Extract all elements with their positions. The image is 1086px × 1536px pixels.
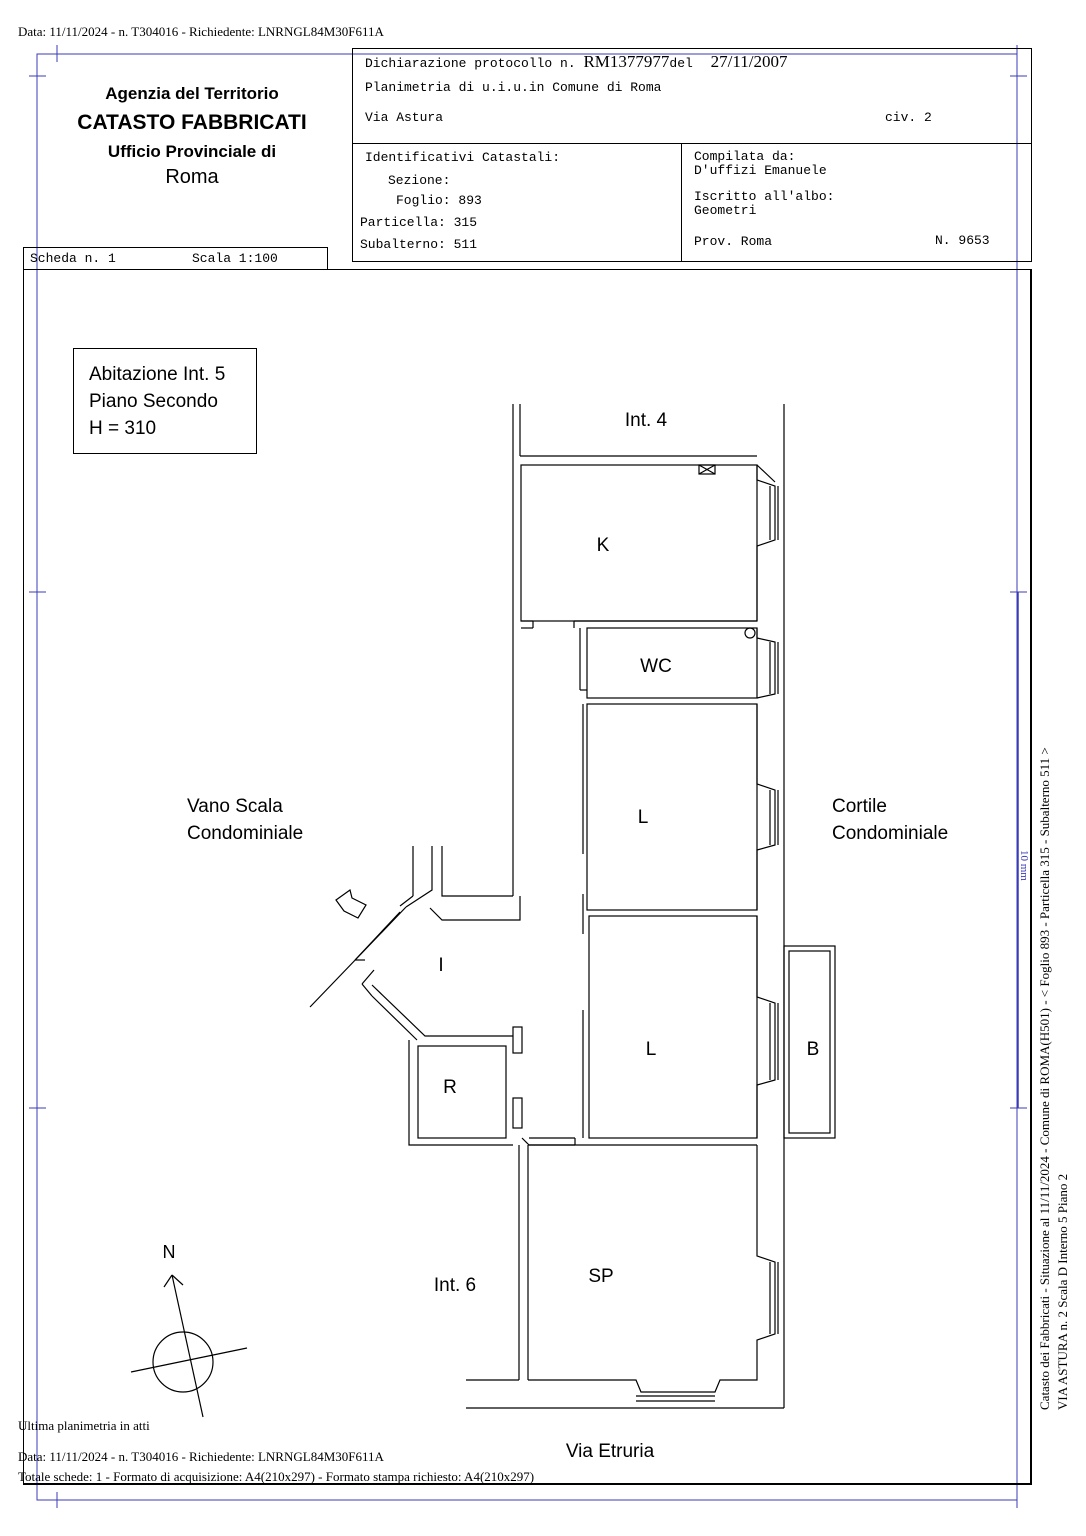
particella-field: Particella: 315 xyxy=(360,215,478,230)
drawing-frame xyxy=(23,269,1032,1485)
via-address: Via Astura xyxy=(365,110,444,125)
protocol-number: RM1377977 xyxy=(583,52,670,71)
compilata-box xyxy=(681,143,1032,262)
scale-stamp: 10 mm xyxy=(1018,850,1030,881)
apartment-info-box xyxy=(73,348,257,454)
side-address-line: VIA ASTURA n. 2 Scala D Interno 5 Piano … xyxy=(1055,1173,1070,1410)
label-vano-condominiale: Condominiale xyxy=(187,823,303,844)
compilata-label: Compilata da: xyxy=(694,149,796,164)
sezione-field: Sezione: xyxy=(388,173,451,188)
ultima-planimetria: Ultima planimetria in atti xyxy=(18,1418,150,1433)
label-cortile: Cortile xyxy=(832,796,887,817)
label-cortile-condominiale: Condominiale xyxy=(832,823,948,844)
label-room-i: I xyxy=(438,955,443,976)
province-value: Prov. Roma xyxy=(694,234,773,249)
civic-number: civ. 2 xyxy=(885,110,932,125)
albo-number: N. 9653 xyxy=(935,233,990,248)
top-request-line: Data: 11/11/2024 - n. T304016 - Richiede… xyxy=(18,24,384,39)
declaration-prefix: Dichiarazione protocollo n. xyxy=(365,56,576,71)
scheda-scale: Scala 1:100 xyxy=(192,251,278,266)
declaration-date: 27/11/2007 xyxy=(710,52,788,71)
footer-totale-line: Totale schede: 1 - Formato di acquisizio… xyxy=(18,1469,535,1484)
label-room-l1: L xyxy=(638,807,649,828)
label-vano-scala: Vano Scala xyxy=(187,796,283,817)
ufficio-label: Ufficio Provinciale di xyxy=(107,142,277,161)
label-via-etruria: Via Etruria xyxy=(566,1441,655,1462)
compass-north-label: N xyxy=(163,1242,176,1262)
compiler-name: D'uffizi Emanuele xyxy=(694,163,827,178)
info-piano: Piano Secondo xyxy=(89,391,218,412)
side-catasto-line: Catasto dei Fabbricati - Situazione al 1… xyxy=(1037,747,1052,1410)
label-room-l2: L xyxy=(646,1039,657,1060)
label-room-r: R xyxy=(443,1077,457,1098)
label-room-wc: WC xyxy=(640,656,672,677)
info-height: H = 310 xyxy=(89,418,157,439)
subalterno-field: Subalterno: 511 xyxy=(360,237,478,252)
declaration-line: Dichiarazione protocollo n. RM1377977del… xyxy=(365,52,787,72)
label-int4: Int. 4 xyxy=(625,410,668,431)
iscritto-label: Iscritto all'albo: xyxy=(694,189,835,204)
identificativi-title: Identificativi Catastali: xyxy=(365,150,561,165)
declaration-del: del xyxy=(669,56,693,71)
scheda-number: Scheda n. 1 xyxy=(30,251,116,266)
label-room-k: K xyxy=(597,535,610,556)
info-abitazione: Abitazione Int. 5 xyxy=(89,364,226,385)
planimetria-line: Planimetria di u.i.u.in Comune di Roma xyxy=(365,80,662,95)
ufficio-city: Roma xyxy=(165,166,219,188)
label-int6: Int. 6 xyxy=(434,1275,476,1296)
foglio-field: Foglio: 893 xyxy=(396,193,482,208)
label-room-sp: SP xyxy=(588,1266,613,1287)
footer-request-line: Data: 11/11/2024 - n. T304016 - Richiede… xyxy=(18,1449,384,1464)
catasto-title: CATASTO FABBRICATI xyxy=(77,111,307,134)
agency-name: Agenzia del Territorio xyxy=(105,84,279,103)
label-room-b: B xyxy=(807,1039,820,1060)
albo-value: Geometri xyxy=(694,203,757,218)
